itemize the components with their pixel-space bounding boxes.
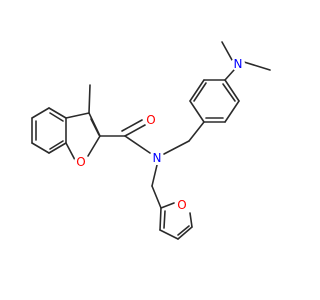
bond-line <box>224 100 240 123</box>
atom-carbonyl-oxygen: O <box>144 113 158 127</box>
bond-line <box>49 112 64 122</box>
dimethylamino-nitrogen-label: N <box>234 57 243 71</box>
bond-line <box>189 79 205 102</box>
amide-nitrogen-label: N <box>153 151 162 165</box>
bond-line <box>177 226 193 240</box>
furan-oxygen-label: O <box>177 198 186 212</box>
bond-line <box>49 140 64 150</box>
bond-line <box>189 100 205 123</box>
atom-dimethylamino-nitrogen: N <box>231 57 245 71</box>
carbonyl-oxygen-label: O <box>146 113 155 127</box>
bond-line <box>124 124 146 137</box>
atom-benzofuran-oxygen: O <box>74 155 88 169</box>
bond-line <box>160 202 175 209</box>
bond-line <box>90 118 100 136</box>
bond-line <box>188 121 205 142</box>
atom-amide-nitrogen: N <box>150 151 164 165</box>
benzofuran-oxygen-label: O <box>76 155 85 169</box>
bond-line <box>48 142 67 154</box>
bond-line <box>65 112 90 119</box>
bond-line <box>31 142 50 154</box>
bond-line <box>163 210 166 229</box>
bond-line <box>88 84 91 114</box>
bond-line <box>177 225 190 236</box>
bond-line <box>163 140 190 155</box>
bond-line <box>189 212 193 228</box>
bond-line <box>31 107 50 119</box>
bond-line <box>243 61 271 71</box>
bond-line <box>224 79 240 102</box>
bond-line <box>159 229 179 240</box>
bond-line <box>159 207 162 231</box>
bond-line <box>48 107 67 119</box>
bond-line <box>87 135 101 157</box>
molecule-canvas: O N O O N <box>31 41 271 240</box>
bond-line <box>221 41 233 61</box>
bond-line <box>65 142 76 161</box>
structure-diagram: O N O O N <box>31 41 271 240</box>
bond-line <box>151 185 162 209</box>
bond-line <box>224 69 235 81</box>
bond-line <box>193 82 207 102</box>
bond-line <box>124 135 151 154</box>
bond-line <box>121 119 143 132</box>
atom-furan-oxygen: O <box>175 198 189 212</box>
bond-lines <box>31 41 271 240</box>
bond-line <box>151 164 158 187</box>
bond-line <box>222 83 236 102</box>
